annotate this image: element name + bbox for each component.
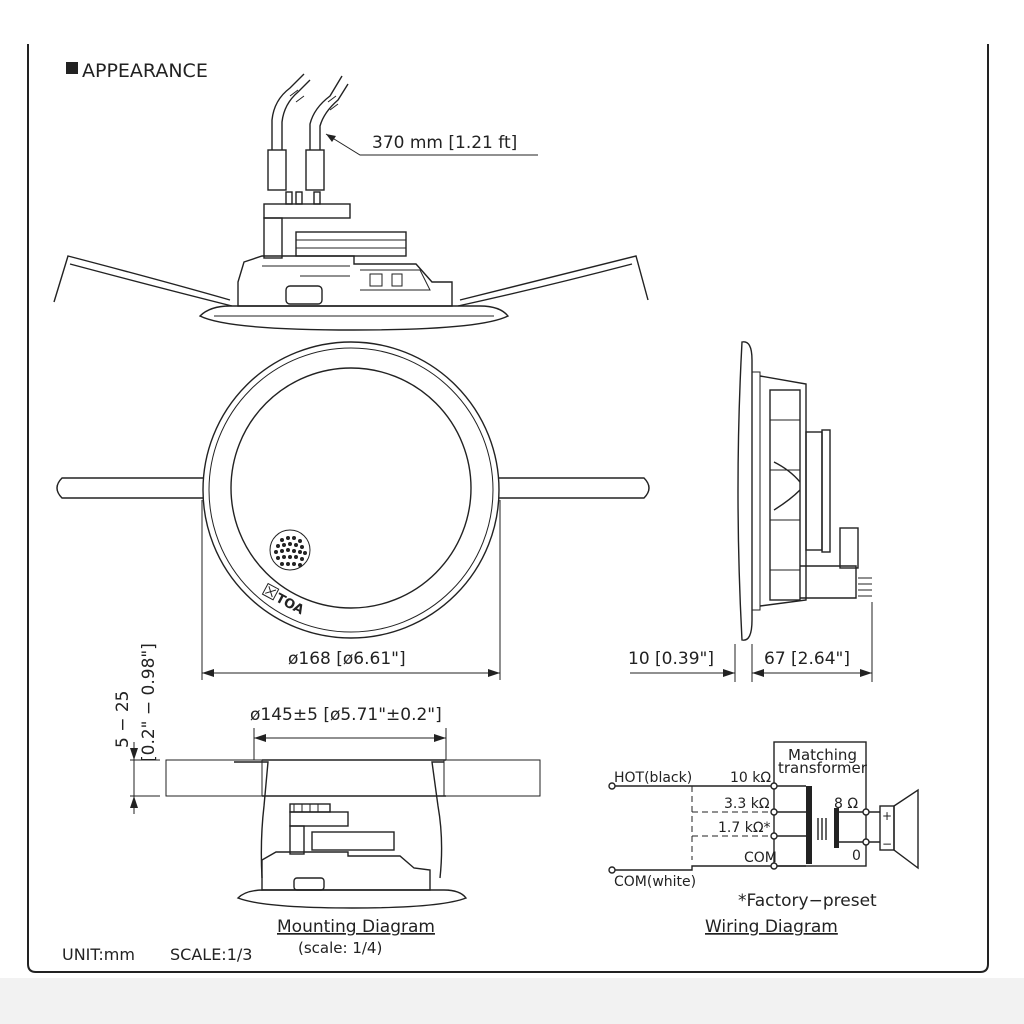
ceiling-section-right [443,759,541,797]
diameter-label: ø168 [ø6.61"] [288,649,406,669]
secondary-8ohm-label: 8 Ω [834,796,858,812]
cable-length-label: 370 mm [1.21 ft] [372,133,517,153]
speaker-minus-label: − [882,837,892,851]
tap-1k7-label: 1.7 kΩ* [718,820,771,836]
unit-label: UNIT:mm [62,945,135,964]
drawing-frame [27,44,989,973]
depth-label: 67 [2.64"] [764,649,850,669]
hot-wire-label: HOT(black) [614,770,692,786]
cable-length-leader [325,133,538,156]
com-terminal [608,866,616,874]
page-background [0,0,1024,978]
speaker-front-view: TOA ø168 [ø6.61"] [56,341,650,680]
page-title: APPEARANCE [82,60,208,82]
front-depth-label: 10 [0.39"] [628,649,714,669]
speaker-plus-label: + [882,809,892,823]
secondary-zero-label: 0 [852,848,861,864]
tap-10k-label: 10 kΩ [730,770,771,786]
loudspeaker-icon: + − [879,788,919,870]
mounting-diagram-title: Mounting Diagram [277,917,435,937]
transformer-box [773,741,867,867]
wiring-diagram-title: Wiring Diagram [705,917,838,937]
com-wire-label: COM(white) [614,874,696,890]
ceiling-thickness-label: 5 − 25 [113,691,133,749]
mounting-diagram-scale: (scale: 1/4) [298,939,382,957]
ceiling-section-left [165,759,263,797]
title-square-icon [66,62,78,74]
mounting-diagram: ø145±5 [ø5.71"±0.2"] 5 − 25 [0.2" − 0.98… [113,643,541,957]
scale-label: SCALE:1/3 [170,945,252,964]
tap-com-label: COM [744,850,777,866]
transformer-label-line2: transformer [778,759,868,777]
ceiling-thickness-inch-label: [0.2" − 0.98"] [139,643,159,762]
speaker-profile-view: 10 [0.39"] 67 [2.64"] [628,341,873,682]
factory-preset-note: *Factory−preset [738,891,877,911]
cutout-label: ø145±5 [ø5.71"±0.2"] [250,705,442,725]
microphone-grille-icon [269,529,311,571]
speaker-side-view-top: 370 mm [1.21 ft] [53,73,649,331]
transformer-label-line1: Matching [788,746,857,764]
tap-3k3-label: 3.3 kΩ [724,796,770,812]
wiring-diagram: Matching transformer HOT(black) COM(whit… [608,741,919,937]
